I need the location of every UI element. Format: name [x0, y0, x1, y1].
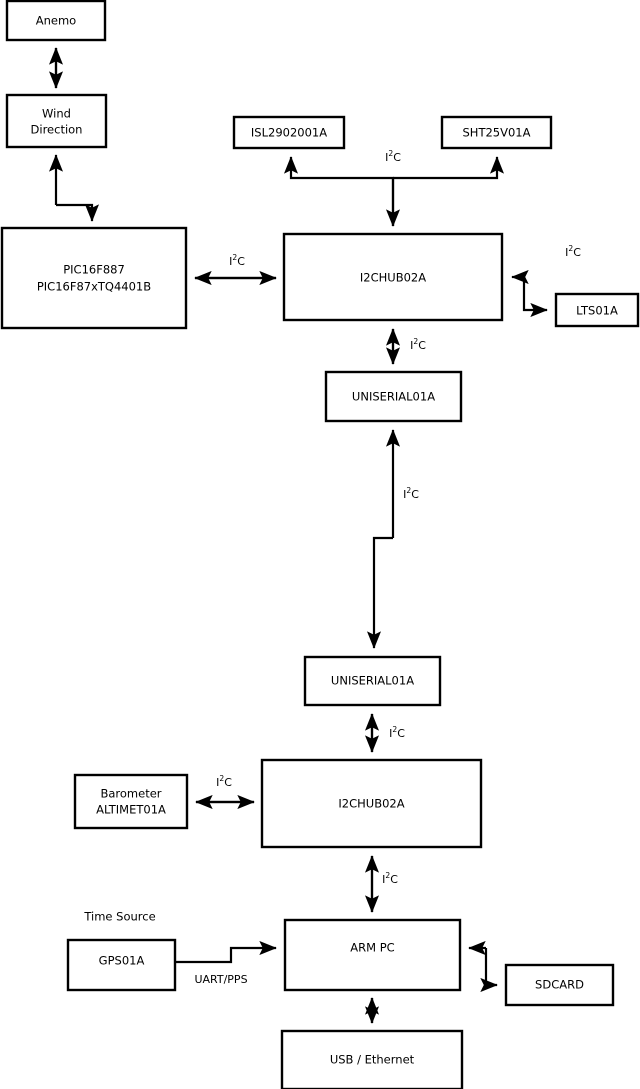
edges-layer: [48, 47, 548, 1024]
edge-hubtop-lts: [511, 269, 548, 318]
node-uniserial01a-lower[interactable]: UNISERIAL01A: [303, 655, 442, 707]
edge-uniserial-link: [366, 429, 401, 649]
node-label-usb-ethernet: USB / Ethernet: [330, 1053, 415, 1067]
edge-labels-layer: I2C I2C I2C I2C I2C I2C I2C I2C UART/PPS: [194, 149, 581, 987]
edge-label-uniserialbot-hubbot: I2C: [389, 725, 405, 741]
node-label-pic-1: PIC16F887: [63, 263, 125, 277]
edge-label-hubtop-lts: I2C: [565, 244, 581, 260]
node-label-barometer-2: ALTIMET01A: [96, 803, 166, 817]
node-label-anemo: Anemo: [36, 14, 76, 28]
node-isl2902001a[interactable]: ISL2902001A: [232, 115, 346, 150]
edge-label-hubbot-arm: I2C: [382, 871, 398, 887]
node-uniserial01a-upper[interactable]: UNISERIAL01A: [324, 370, 463, 423]
node-arm-pc[interactable]: ARM PC: [283, 918, 462, 992]
node-sht25v01a[interactable]: SHT25V01A: [440, 115, 553, 150]
edge-label-pic-hubtop: I2C: [229, 253, 245, 269]
node-label-wind-2: Direction: [31, 123, 83, 137]
node-label-wind-1: Wind: [42, 107, 71, 121]
edge-label-hubtop-sensors: I2C: [385, 149, 401, 165]
edge-label-barometer-hubbot: I2C: [216, 774, 232, 790]
label-time-source: Time Source: [83, 910, 155, 924]
node-sdcard[interactable]: SDCARD: [504, 963, 615, 1007]
node-label-isl: ISL2902001A: [251, 126, 327, 140]
node-anemo[interactable]: Anemo: [5, 0, 107, 42]
node-label-gps: GPS01A: [99, 954, 145, 968]
node-label-uniserial-upper: UNISERIAL01A: [352, 390, 435, 404]
edge-hubtop-sensors: [283, 156, 505, 227]
node-label-hub-top: I2CHUB02A: [360, 271, 426, 285]
node-label-arm-pc: ARM PC: [350, 941, 394, 955]
edge-gps-arm: [175, 940, 277, 964]
node-i2chub02a-top[interactable]: I2CHUB02A: [282, 232, 504, 322]
node-wind-direction[interactable]: Wind Direction: [5, 93, 108, 149]
node-label-hub-bottom: I2CHUB02A: [338, 797, 404, 811]
node-i2chub02a-bottom[interactable]: I2CHUB02A: [260, 758, 483, 849]
node-gps01a[interactable]: GPS01A: [66, 938, 177, 992]
edge-wind-pic: [48, 154, 100, 222]
node-usb-ethernet[interactable]: USB / Ethernet: [280, 1029, 464, 1089]
edge-label-hubtop-uniserial: I2C: [410, 337, 426, 353]
edge-arm-sdcard: [468, 940, 498, 993]
node-label-lts: LTS01A: [576, 304, 618, 318]
edge-label-gps-arm: UART/PPS: [194, 973, 247, 986]
node-label-barometer-1: Barometer: [100, 787, 161, 801]
node-label-pic-2: PIC16F87xTQ4401B: [37, 280, 151, 294]
node-barometer[interactable]: Barometer ALTIMET01A: [73, 773, 189, 830]
node-label-uniserial-lower: UNISERIAL01A: [331, 674, 414, 688]
node-lts01a[interactable]: LTS01A: [554, 292, 640, 328]
free-labels-layer: Time Source: [83, 910, 155, 924]
node-pic-mcu[interactable]: PIC16F887 PIC16F87xTQ4401B: [0, 226, 188, 330]
edge-label-uniserial-link: I2C: [403, 486, 419, 502]
node-label-sht: SHT25V01A: [463, 126, 531, 140]
node-label-sdcard: SDCARD: [535, 978, 584, 992]
